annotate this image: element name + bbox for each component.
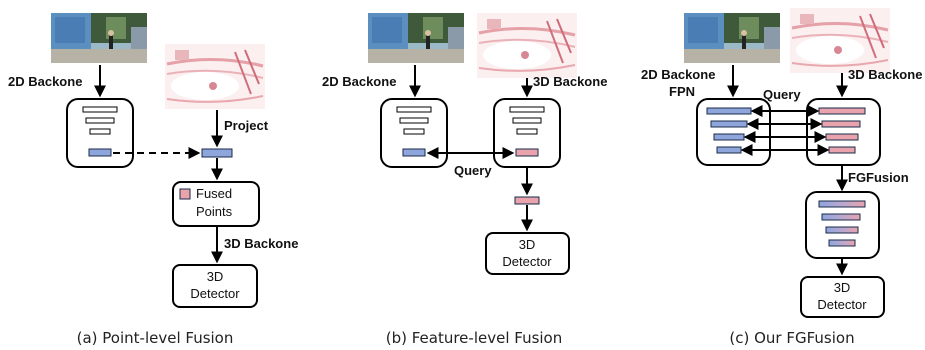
label-2d-backbone-c: 2D Backone bbox=[641, 67, 715, 82]
panel-c: 2D Backone FPN 3D Backone Query FGFusion bbox=[641, 6, 922, 347]
caption-b: (b) Feature-level Fusion bbox=[386, 329, 563, 347]
lidar-image bbox=[788, 6, 892, 75]
caption-c: (c) Our FGFusion bbox=[729, 329, 854, 347]
label-2d-backbone: 2D Backone bbox=[8, 74, 82, 89]
camera-feature bbox=[88, 148, 112, 157]
camera-image bbox=[51, 13, 147, 63]
label-project: Project bbox=[224, 118, 269, 133]
detector-c-line2: Detector bbox=[817, 297, 867, 312]
detector-a-line1: 3D bbox=[207, 269, 224, 284]
fused-points-box bbox=[172, 181, 260, 227]
label-2d-backbone-b: 2D Backone bbox=[322, 74, 396, 89]
label-fpn: FPN bbox=[669, 84, 695, 99]
label-fgfusion: FGFusion bbox=[848, 170, 909, 185]
lidar-image bbox=[475, 11, 579, 80]
detector-box-b bbox=[485, 232, 570, 275]
detector-b-line1: 3D bbox=[519, 237, 536, 252]
panel-b: 2D Backone 3D Backone Query 3D Detector … bbox=[322, 11, 607, 347]
panel-a: 2D Backone Project Fused Points 3D Backo… bbox=[8, 13, 298, 347]
caption-a: (a) Point-level Fusion bbox=[77, 329, 234, 347]
detector-box-c bbox=[800, 276, 885, 318]
label-3d-backbone-c: 3D Backone bbox=[848, 67, 922, 82]
label-query-c: Query bbox=[763, 87, 801, 102]
camera-image bbox=[684, 13, 780, 63]
detector-b-line2: Detector bbox=[502, 254, 552, 269]
fused-label-2: Points bbox=[196, 204, 233, 219]
camera-image bbox=[368, 13, 464, 63]
label-3d-backbone-a: 3D Backone bbox=[224, 236, 298, 251]
detector-box-a bbox=[172, 264, 258, 308]
fused-feature-b bbox=[514, 196, 540, 205]
fused-label-1: Fused bbox=[196, 186, 232, 201]
detector-c-line1: 3D bbox=[834, 280, 851, 295]
detector-a-line2: Detector bbox=[190, 286, 240, 301]
projected-feature bbox=[201, 148, 233, 158]
lidar-image bbox=[163, 42, 267, 111]
label-3d-backbone-b: 3D Backone bbox=[533, 74, 607, 89]
label-query-b: Query bbox=[454, 163, 492, 178]
fused-encoder-c bbox=[805, 191, 880, 259]
fused-icon bbox=[179, 188, 191, 200]
